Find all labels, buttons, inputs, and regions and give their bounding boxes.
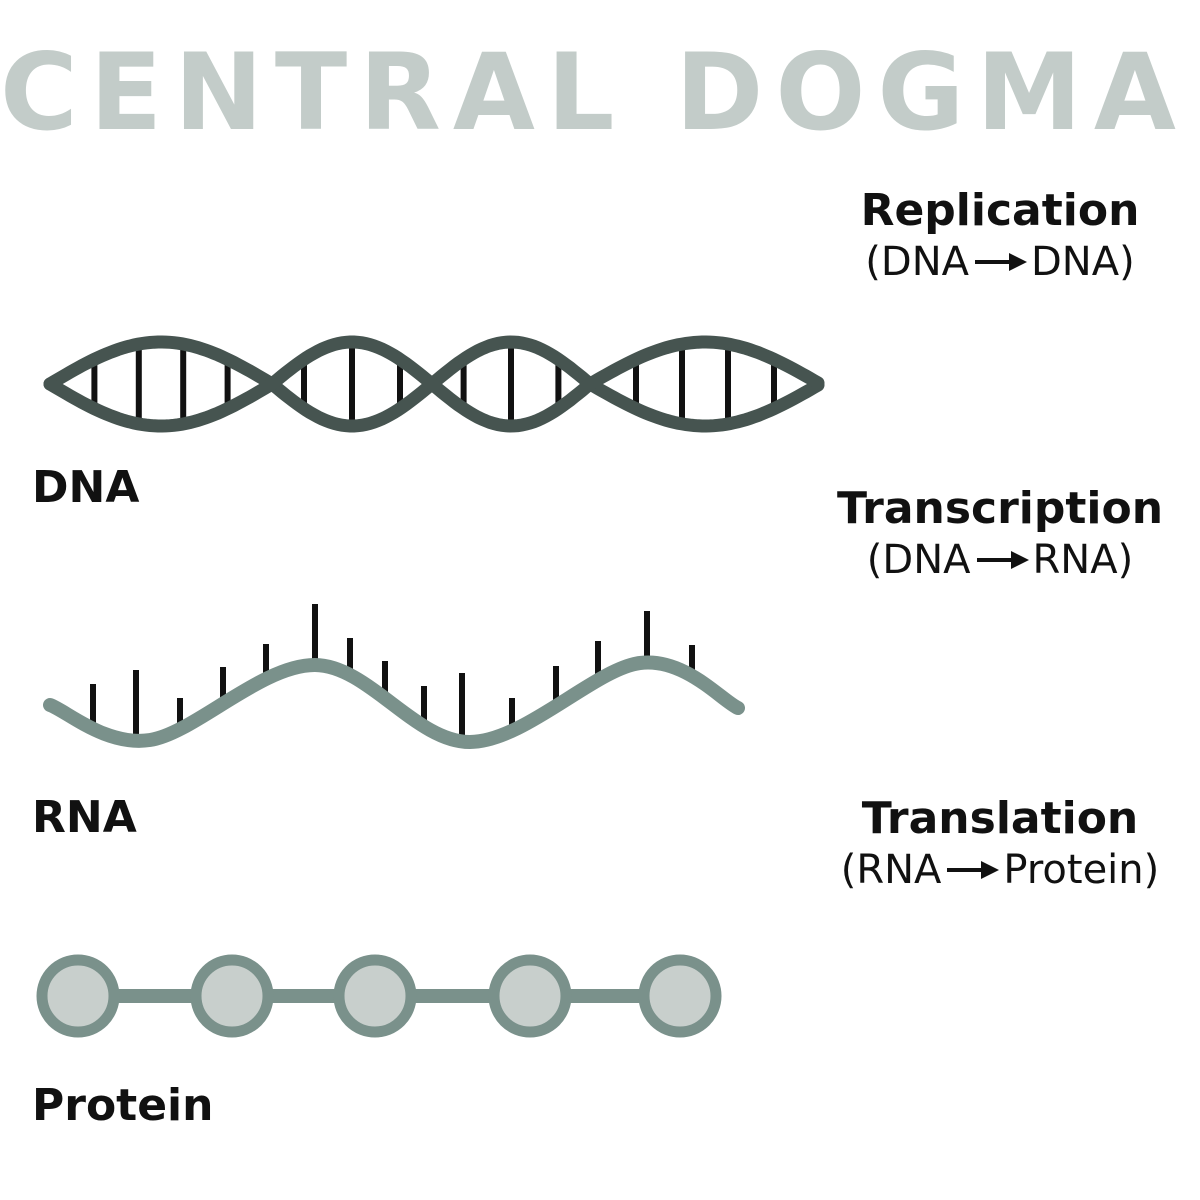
protein-chain-icon <box>36 954 722 1038</box>
right-arrow-icon <box>975 252 1027 271</box>
flow-to: RNA <box>1032 536 1118 583</box>
process-name: Replication <box>860 185 1140 236</box>
dna-strand <box>43 335 825 433</box>
amino-acid <box>36 954 120 1038</box>
protein-label: Protein <box>32 1080 214 1131</box>
right-arrow-icon <box>947 860 1000 879</box>
amino-acid <box>333 954 417 1038</box>
right-arrow-icon <box>976 550 1029 569</box>
flow-from: DNA <box>880 238 969 285</box>
amino-acid <box>638 954 722 1038</box>
page-title: CENTRAL DOGMA <box>0 31 1188 154</box>
rna-strand-icon <box>43 604 745 750</box>
amino-acid <box>190 954 274 1038</box>
dna-double-helix-icon <box>43 335 825 433</box>
process-name: Translation <box>861 793 1139 844</box>
flow-from: RNA <box>856 846 942 893</box>
rna-strand <box>43 655 745 750</box>
flow-from: DNA <box>882 536 971 583</box>
process-name: Transcription <box>836 483 1164 534</box>
dna-label: DNA <box>32 462 140 513</box>
flow-to: Protein <box>1003 846 1144 893</box>
rna-label: RNA <box>32 792 137 843</box>
flow-to: DNA <box>1031 238 1120 285</box>
amino-acid <box>488 954 572 1038</box>
